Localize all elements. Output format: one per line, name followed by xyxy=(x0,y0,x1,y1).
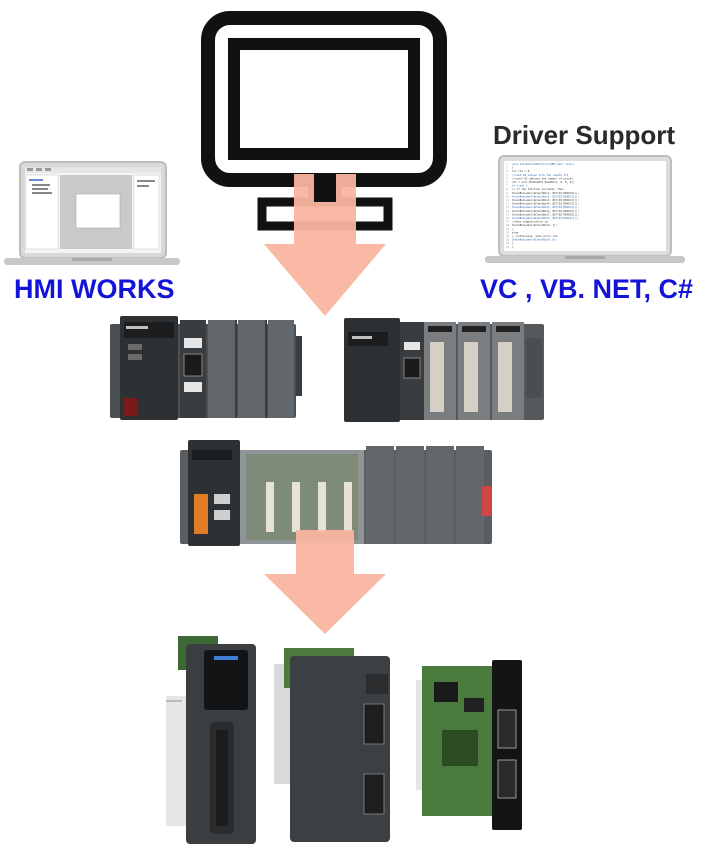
code-line: void UserDefinedFunction(HMI_User *user) xyxy=(512,162,575,166)
down-arrow-icon xyxy=(264,530,386,634)
code-line-number: 4 xyxy=(506,173,508,177)
code-line-number: 24 xyxy=(506,245,510,249)
code-line: int ret = 0; xyxy=(512,169,531,173)
code-line-number: 8 xyxy=(506,187,508,191)
code-line: { xyxy=(512,166,514,170)
code-line: //read DI values from the remote I/O xyxy=(512,173,569,177)
code-line-number: 2 xyxy=(506,166,508,170)
code-line: CheckBoxLabel(&CheckBox5, BIT(DI_READ[4]… xyxy=(512,205,579,209)
code-line: CheckBoxLabel(&CheckBox7, BIT(DI_READ[6]… xyxy=(512,212,579,216)
code-line-number: 9 xyxy=(506,191,508,195)
languages-label: VC , VB. NET, C# xyxy=(480,274,694,304)
xpac-controller-open xyxy=(180,440,492,546)
io-module-middle xyxy=(274,648,390,842)
hmi-works-label: HMI WORKS xyxy=(14,274,175,304)
code-line-number: 3 xyxy=(506,169,508,173)
code-line: //start DI address and number of points xyxy=(512,176,573,180)
code-line-number: 1 xyxy=(506,162,508,166)
code-line: ret = uart_ModbusRTU_ReadDI(2, 0, 8, 0); xyxy=(512,180,574,184)
io-module-right xyxy=(416,660,522,830)
down-arrow-icon xyxy=(264,174,386,316)
code-line: CheckBoxLabel(&CheckBox0, 0); xyxy=(512,238,557,242)
code-line-number: 7 xyxy=(506,184,508,188)
code-line-number: 21 xyxy=(506,234,510,238)
code-line-number: 19 xyxy=(506,227,510,231)
code-line: { //otherwise, show error led xyxy=(512,234,558,238)
code-line: CheckBoxLabel(&CheckBox2, BIT(DI_READ[1]… xyxy=(512,194,579,198)
code-line: CheckBoxLabel(&CheckBox1, BIT(DI_READ[0]… xyxy=(512,191,579,195)
code-line-number: 15 xyxy=(506,212,510,216)
code-line-number: 20 xyxy=(506,230,510,234)
code-line: CheckBoxLabel(&CheckBox3, BIT(DI_READ[2]… xyxy=(512,198,579,202)
code-line-number: 11 xyxy=(506,198,510,202)
code-line: CheckBoxLabel(&CheckBox6, BIT(DI_READ[5]… xyxy=(512,209,579,213)
code-line: CheckBoxLabel(&CheckBox4, BIT(DI_READ[3]… xyxy=(512,202,579,206)
code-line-number: 6 xyxy=(506,180,508,184)
code-line: //show communication ok xyxy=(512,220,548,224)
code-line-number: 17 xyxy=(506,220,510,224)
code-line: if (ret) { xyxy=(512,184,528,188)
code-line: } xyxy=(512,227,514,231)
code-line: } xyxy=(512,245,514,249)
driver-support-label: Driver Support xyxy=(493,120,676,150)
xpac-controller-left xyxy=(110,316,302,420)
code-line: } xyxy=(512,241,514,245)
code-line-number: 22 xyxy=(506,238,510,242)
hmi-works-laptop xyxy=(0,160,180,268)
io-module-left xyxy=(166,636,256,844)
laptop-icon xyxy=(4,161,180,265)
code-line: else xyxy=(512,230,519,234)
code-line-number: 16 xyxy=(506,216,510,220)
code-listing: 1 void UserDefinedFunction(HMI_User *user… xyxy=(506,162,579,249)
xpac-controller-right xyxy=(344,318,544,422)
code-line: CheckBoxLabel(&CheckBox8, BIT(DI_READ[7]… xyxy=(512,216,579,220)
code-line-number: 13 xyxy=(506,205,510,209)
code-line-number: 5 xyxy=(506,176,508,180)
code-line-number: 23 xyxy=(506,241,510,245)
driver-support-laptop: 1 void UserDefinedFunction(HMI_User *user… xyxy=(485,154,685,266)
code-line-number: 18 xyxy=(506,223,510,227)
code-line-number: 10 xyxy=(506,194,510,198)
code-line-number: 14 xyxy=(506,209,510,213)
laptop-icon: 1 void UserDefinedFunction(HMI_User *user… xyxy=(485,155,685,263)
code-line-number: 12 xyxy=(506,202,510,206)
code-line: // if the function succeeds, then xyxy=(512,187,564,191)
code-line: CheckBoxLabel(&CheckBox0, 1); xyxy=(512,223,557,227)
